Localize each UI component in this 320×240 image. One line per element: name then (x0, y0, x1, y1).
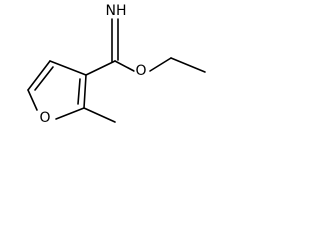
atom-label-ester-o: O (134, 63, 148, 79)
molecule-bonds (27, 18, 206, 123)
bond-c3-c4 (49, 60, 87, 76)
atom-label-imine-nh: NH (104, 3, 128, 19)
atom-label-ring-o: O (38, 110, 52, 126)
bond-ch2-ch3 (170, 57, 206, 73)
bond-c4-c5-inner (34, 66, 54, 91)
molecule-structure: NH O O (0, 0, 210, 140)
bond-c4-c5 (27, 60, 51, 91)
bond-c2-c3 (83, 74, 87, 109)
bond-c2-methyl (83, 107, 116, 123)
bond-c-oester (114, 60, 135, 72)
bond-c-ringc3 (85, 60, 116, 76)
bond-c5-o1 (27, 89, 38, 111)
bond-oester-ch2 (149, 57, 172, 72)
bond-c2-c3-inner (77, 78, 81, 105)
bond-o1-c2 (55, 107, 85, 120)
